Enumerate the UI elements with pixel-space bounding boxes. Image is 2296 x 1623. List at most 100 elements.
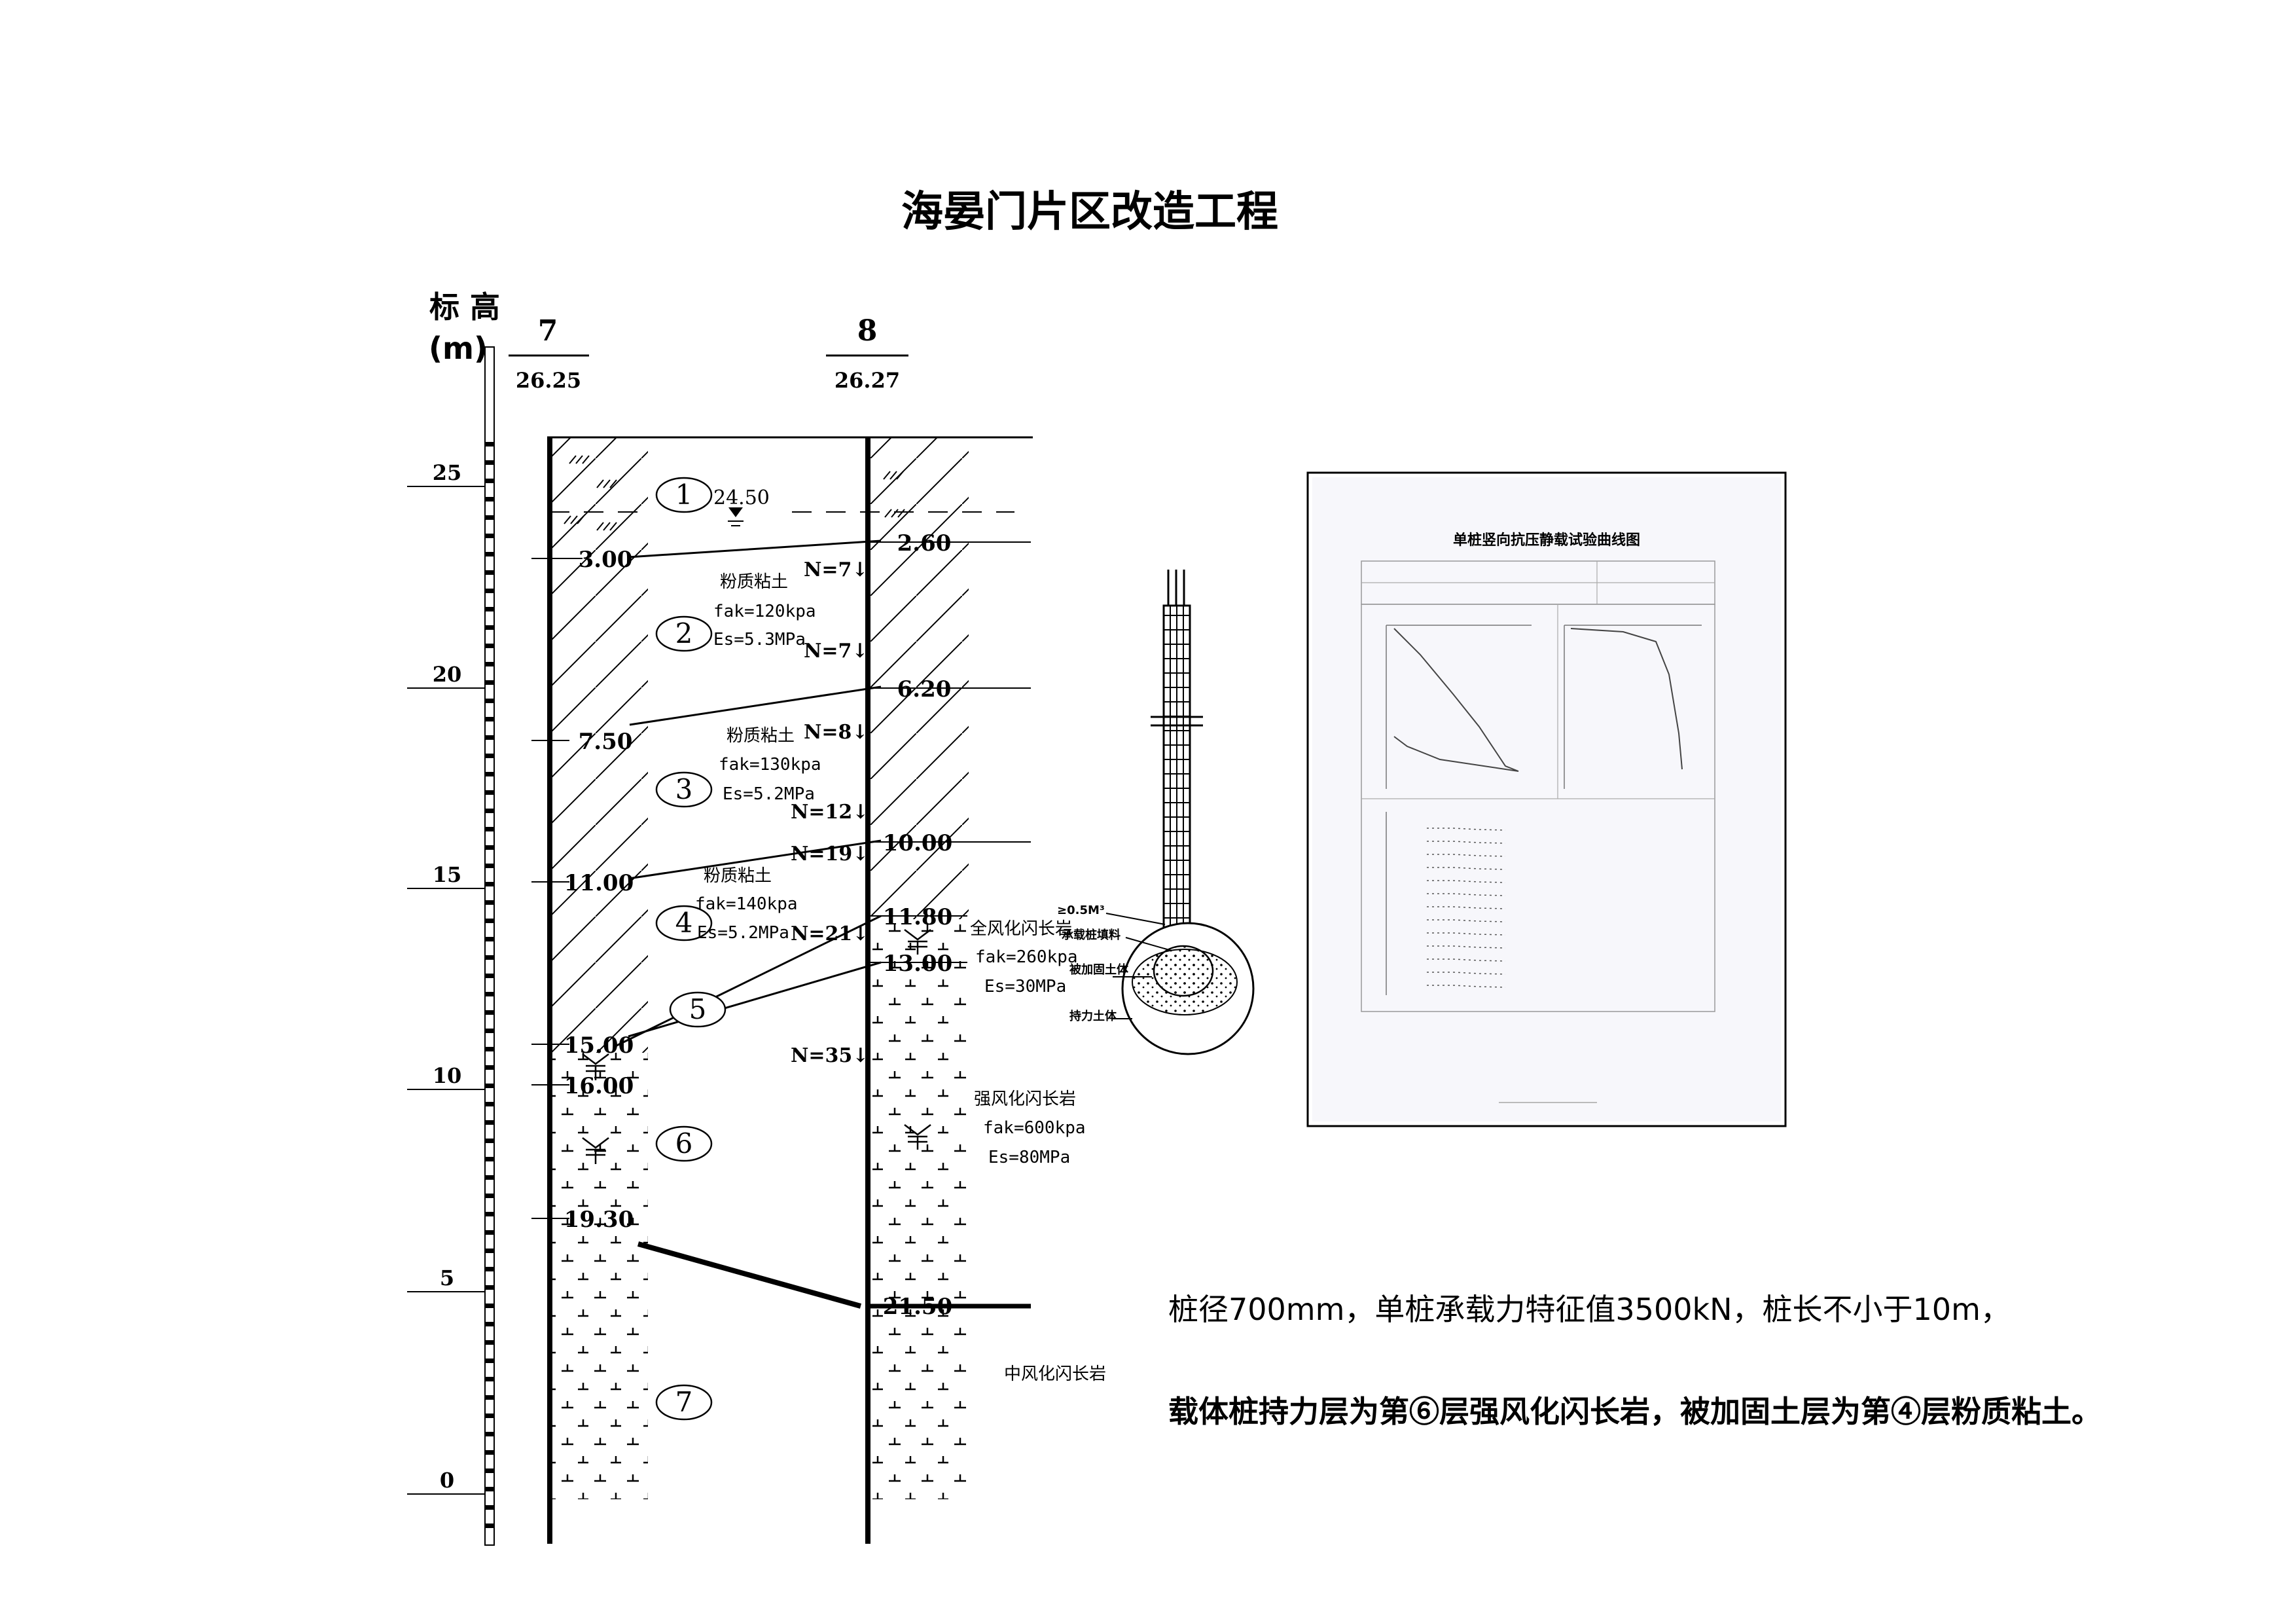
borehole-7-column [547,437,648,1544]
report-paper [1312,477,1781,1122]
axis-segment [486,1175,493,1180]
depth-label: 19.30 [564,1207,634,1233]
axis-segment [486,1010,493,1015]
axis-segment [486,937,493,941]
borehole-8-line [865,437,870,1544]
spt-label: N=7↓ [804,640,869,663]
layer-number: 7 [675,1386,693,1418]
water-mark-icon [904,929,931,955]
spt-label: N=8↓ [804,721,869,744]
layer-numbers: 1 2 3 4 5 6 7 [655,477,726,1421]
borehole-elevation: 26.27 [834,368,900,393]
water-mark-icon [582,1053,609,1080]
boundary-2-3 [629,685,882,726]
axis-segment [486,1102,493,1106]
boundary-6-7 [637,1241,862,1309]
layer-number: 4 [675,907,693,939]
boundary-5-6 [628,961,882,1038]
axis-segment [486,497,493,501]
axis-segment [486,919,493,923]
borehole-elevation: 26.25 [516,368,581,393]
fill-mark [596,522,617,531]
soil-es: Es=80MPa [988,1148,1070,1167]
depth-label: 10.00 [883,830,952,856]
spt-label: N=35↓ [791,1044,869,1067]
load-bulb-core [1153,945,1214,997]
axis-segment [486,1029,493,1033]
soil-es: Es=5.2MPa [697,923,789,943]
boundary-4-5 [615,915,882,1048]
rock-fill [870,919,969,1499]
borehole-id: 7 [538,314,558,348]
axis-segment [486,790,493,795]
soil-fak: fak=140kpa [695,894,798,914]
axis-segment [486,1505,493,1510]
spt-label: N=7↓ [804,558,869,581]
borehole-8-depths: 2.60 6.20 10.00 11.80 13.00 21.50 [870,530,1031,1320]
axis-segment [486,589,493,593]
axis-segment [486,644,493,648]
axis-segment [486,1249,493,1253]
layer-circle [655,615,713,652]
soil-fak: fak=120kpa [713,602,816,621]
layer-number: 1 [675,479,693,511]
axis-segments [486,442,493,1528]
layer-circle [655,1384,713,1421]
soil-fak: fak=130kpa [719,755,821,775]
axis-segment [486,827,493,831]
axis-segment [486,864,493,868]
axis-segment [486,1450,493,1455]
axis-segment [486,1413,493,1418]
depth-label: 16.00 [564,1073,634,1099]
soil-es: Es=5.3MPa [713,630,806,649]
axis-segment [486,1377,493,1381]
spt-label: N=21↓ [791,922,869,945]
axis-segment [486,754,493,758]
clay-fill [870,437,969,919]
depth-label: 3.00 [579,547,633,573]
axis-segment [486,1395,493,1400]
axis-segment [486,809,493,813]
design-note-line-1: 桩径700mm，单桩承载力特征值3500kN，桩长不小于10m， [1168,1292,2011,1327]
axis-segment [486,1065,493,1070]
borehole-7-line [547,437,552,1544]
clay-fill [550,437,648,1053]
axis-segment [486,1340,493,1345]
soil-name: 粉质粘土 [726,726,795,746]
axis-segment [486,735,493,740]
axis-segment [486,955,493,960]
layer-circle [655,1125,713,1162]
axis-segment [486,570,493,575]
axis-segment [486,680,493,685]
axis-tick-label: 25 [433,460,462,485]
soil-es: Es=30MPa [984,977,1066,996]
water-triangle-icon [728,507,743,517]
pile-schematic: ≥0.5M³ 承载桩填料 被加固土体 持力土体 [1057,570,1255,1055]
rock-fill [550,1053,648,1499]
depth-label: 13.00 [883,951,952,977]
axis-segment [486,699,493,703]
axis-segment [486,552,493,556]
borehole-7-header: 7 26.25 [509,314,589,393]
page-title: 海晏门片区改造工程 [901,188,1278,236]
axis-segment [486,534,493,538]
layer-number: 3 [675,773,693,805]
boundary-3-4 [628,839,882,880]
axis-segment [486,772,493,776]
depth-label: 7.50 [579,729,633,755]
report-chart-area [1361,604,1715,1012]
fill-mark [564,515,584,524]
axis-segment [486,662,493,666]
axis-tick-label: 15 [433,862,462,887]
axis-segment [486,442,493,447]
fill-marks [564,455,905,531]
axis-segment [486,1267,493,1271]
water-table: 24.50 [550,486,1014,526]
axis-segment [486,1157,493,1161]
depth-label: 11.80 [883,904,952,930]
axis-segment [486,1468,493,1473]
borehole-id: 8 [857,314,878,348]
axis-segment [486,1359,493,1363]
borehole-7-depths: 3.00 7.50 11.00 15.00 16.00 19.30 [531,547,634,1233]
